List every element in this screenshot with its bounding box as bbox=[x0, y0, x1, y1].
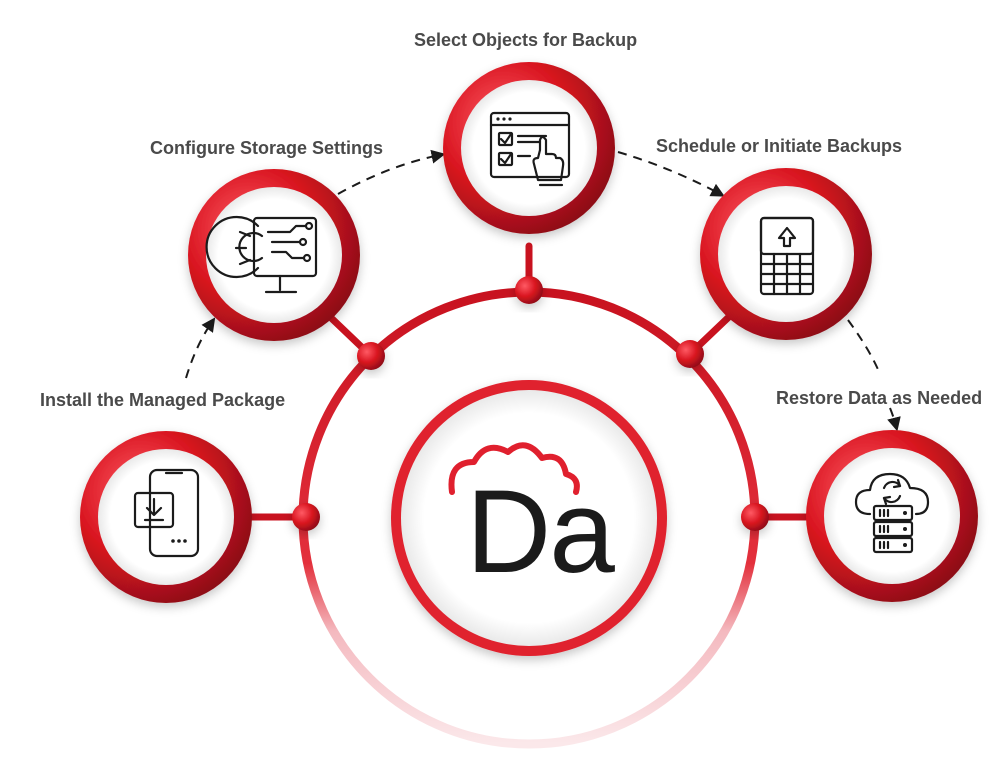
logo-text: Da bbox=[466, 466, 615, 598]
step-restore: Restore Data as Needed bbox=[776, 388, 982, 602]
arrow-objects-to-schedule bbox=[617, 151, 725, 197]
arrow-storage-to-objects bbox=[337, 149, 446, 195]
step-schedule-label: Schedule or Initiate Backups bbox=[656, 136, 902, 156]
cloud-server-sync-icon bbox=[854, 472, 930, 554]
flow-arrows bbox=[185, 149, 901, 432]
step-storage-label: Configure Storage Settings bbox=[150, 138, 383, 158]
ring-joints bbox=[292, 276, 769, 531]
gear-circuit-monitor-icon bbox=[205, 215, 318, 294]
step-objects-label: Select Objects for Backup bbox=[414, 30, 637, 50]
upload-grid-icon bbox=[759, 216, 815, 296]
step-restore-label: Restore Data as Needed bbox=[776, 388, 982, 408]
arrow-restore-head bbox=[887, 407, 901, 432]
checklist-click-icon bbox=[489, 111, 571, 187]
step-install-label: Install the Managed Package bbox=[40, 390, 285, 410]
step-schedule: Schedule or Initiate Backups bbox=[656, 136, 902, 340]
step-objects: Select Objects for Backup bbox=[414, 30, 637, 234]
step-storage: Configure Storage Settings bbox=[150, 138, 383, 341]
cloud-logo-icon bbox=[448, 442, 580, 495]
center-logo: Da bbox=[391, 380, 667, 656]
arrow-schedule-to-restore bbox=[847, 319, 881, 375]
arrow-install-to-storage bbox=[185, 317, 216, 379]
mobile-download-icon bbox=[133, 468, 200, 558]
step-install: Install the Managed Package bbox=[40, 390, 285, 603]
